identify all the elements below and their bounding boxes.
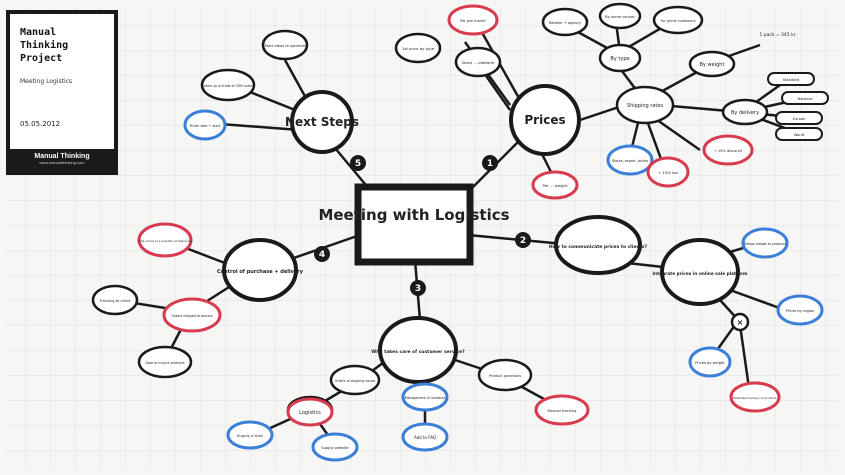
delivery-tags: [767, 72, 829, 141]
hub-next-steps: Next Steps: [285, 115, 359, 129]
leaf-retailer: Retailer + agency: [549, 21, 582, 25]
badge-1: 1: [487, 159, 493, 169]
leaf-1st-price: 1st price by type: [402, 46, 435, 51]
brand-url: www.manualthinking.com: [39, 160, 85, 165]
project-date: 05.05.2012: [20, 120, 61, 128]
leaf-per-month: Per per month: [460, 19, 486, 23]
step-badges: [314, 155, 531, 296]
node-by-delivery: By delivery: [731, 110, 759, 116]
central-topic-line1: Meeting with Logistics: [318, 206, 509, 224]
leaf-quantity-shipments: That comes to a quantity of shipments: [137, 239, 193, 243]
leaf-finish-web: Finish web + start: [190, 124, 221, 128]
leaf-design-widget: Design widget to products: [744, 242, 786, 246]
leaf-orders-shipping: Orders of shipping issues: [335, 379, 376, 383]
red-nodes: [137, 4, 781, 427]
leaf-add-faq: Add to FAQ: [414, 435, 436, 440]
leaf-prices-weight: Prices by weight: [695, 361, 725, 365]
node-by-weight: By weight: [700, 62, 725, 68]
leaf-stores-export: Stores, export, prices: [612, 159, 648, 163]
leaf-manual-tracking: Manual tracking: [548, 409, 577, 413]
leaf-supply-website: Supply website: [321, 446, 349, 450]
leaf-follow-up: Follow up of trade of CRM orders: [202, 84, 254, 88]
project-title: Manual Thinking Project: [20, 27, 69, 64]
leaf-orders-shipped: Orders shipped to parcels: [171, 314, 212, 318]
badge-2: 2: [520, 236, 526, 246]
leaf-incidents: Management of incidents: [405, 396, 446, 400]
leaf-prices-region: Prices by region: [786, 309, 815, 313]
node-logistics: Logistics: [299, 410, 321, 416]
leaf-product-questions: Product questions: [489, 374, 521, 378]
blue-nodes: [183, 109, 824, 462]
leaf-start-ideas: Start ideas to optimize: [265, 44, 307, 48]
hub-who-takes-care: Who takes care of customer service?: [371, 349, 465, 355]
node-shipping-rates: Shipping rates: [627, 103, 664, 109]
badge-3: 3: [415, 284, 421, 294]
leaf-tracking: Tracking to client: [99, 299, 131, 303]
tag-standard: Standard: [783, 78, 799, 82]
leaf-estimated-delivery: Estimated delivery of products: [734, 396, 777, 400]
center-text: Meeting with Logistics: [318, 206, 509, 224]
leaf-discount: + 10% discount: [714, 149, 743, 153]
leaf-date-invoice: Date to invoice products: [145, 361, 184, 365]
badge-4: 4: [319, 250, 325, 260]
leaf-tax: + 15% tax: [658, 170, 679, 175]
tag-national: National: [798, 97, 813, 101]
primary-hubs: [222, 84, 740, 384]
tag-world: World: [794, 133, 804, 137]
badge-5: 5: [355, 159, 361, 169]
leaf-stock-platform: Stock ... platform: [462, 60, 495, 65]
hub-integrate-prices: Integrate prices in online sale platform: [652, 271, 748, 277]
project-subtitle: Meeting Logistics: [20, 78, 73, 85]
tag-europe: Europe: [793, 117, 806, 121]
central-topic: [354, 183, 474, 266]
leaf-supply-email: Supply e-mail: [237, 433, 263, 438]
project-legend-card: Manual Thinking Project Meeting Logistic…: [6, 10, 118, 175]
leaf-prime: For prime customers: [660, 19, 695, 23]
brand-footer: Manual Thinking www.manualthinking.com: [10, 149, 114, 171]
cross-icon: ×: [737, 318, 744, 327]
leaf-1-pack: 1 pack = 345 kr.: [759, 32, 796, 38]
brand-name: Manual Thinking: [34, 153, 90, 160]
leaf-per-weight: Per ... weight: [543, 183, 568, 188]
hub-control: Control of purchase + delivery: [217, 269, 304, 275]
hub-communicate-prices: How to communicate prices to clients?: [549, 244, 648, 250]
hub-prices: Prices: [524, 113, 565, 127]
leaf-home-courier: By home courier: [605, 15, 635, 19]
node-by-type: By type: [610, 56, 629, 62]
